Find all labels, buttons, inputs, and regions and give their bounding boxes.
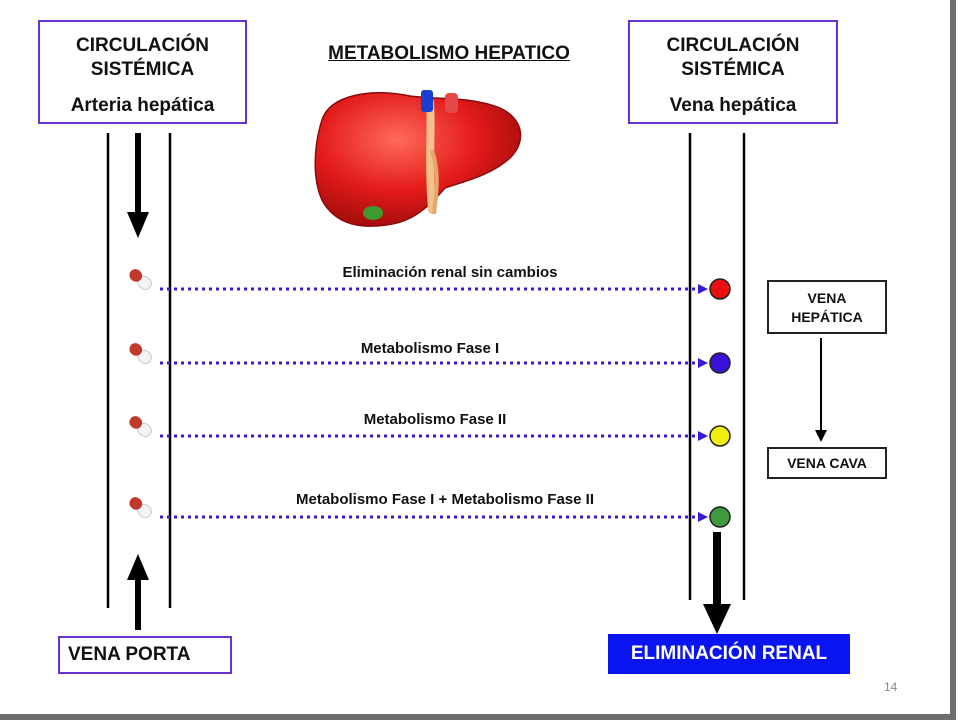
down-arrow-renal: [703, 532, 731, 634]
pathway-label: Metabolismo Fase I + Metabolismo Fase II: [295, 491, 594, 508]
box-line-3: Vena hepática: [669, 95, 797, 116]
portal-vein-box: VENA PORTA: [58, 636, 232, 674]
box-line-2: SISTÉMICA: [681, 59, 785, 80]
capsule-icon: [129, 343, 152, 364]
renal-elimination-box: ELIMINACIÓN RENAL: [608, 634, 850, 674]
box-line-2: HEPÁTICA: [791, 309, 863, 325]
pathway-label: Metabolismo Fase I: [360, 340, 500, 357]
pathway-label: Eliminación renal sin cambios: [342, 264, 558, 281]
side-down-arrow: [815, 338, 827, 442]
pathway-row: [129, 269, 731, 300]
metabolite-circle: [709, 506, 731, 528]
pathways-layer: [129, 269, 731, 528]
page-number: 14: [884, 680, 898, 694]
box-line-1: CIRCULACIÓN: [666, 35, 800, 56]
systemic-circulation-arterial-box: CIRCULACIÓN SISTÉMICA Arteria hepática: [38, 20, 247, 124]
pathway-label: Metabolismo Fase II: [363, 411, 507, 428]
metabolite-circle: [709, 425, 731, 447]
capsule-icon: [129, 416, 152, 437]
box-line-1: CIRCULACIÓN: [76, 35, 209, 56]
down-arrow-arterial: [127, 133, 149, 238]
systemic-circulation-venous-box: CIRCULACIÓN SISTÉMICA Vena hepática: [628, 20, 838, 124]
pathway-row: [129, 416, 731, 447]
metabolite-circle: [709, 352, 731, 374]
pathway-row: [129, 343, 731, 374]
metabolite-circle: [709, 278, 731, 300]
hepatic-vein-box: VENA HEPÁTICA: [767, 280, 887, 334]
capsule-icon: [129, 497, 152, 518]
vena-cava-box: VENA CAVA: [767, 447, 887, 479]
box-line-2: SISTÉMICA: [90, 59, 195, 80]
pathway-row: [129, 497, 731, 528]
up-arrow-portal: [127, 554, 149, 630]
capsule-icon: [129, 269, 152, 290]
diagram-title: METABOLISMO HEPATICO: [328, 43, 570, 64]
liver-illustration: [314, 90, 522, 227]
box-line-3: Arteria hepática: [70, 95, 215, 116]
box-line-1: VENA: [807, 290, 847, 306]
